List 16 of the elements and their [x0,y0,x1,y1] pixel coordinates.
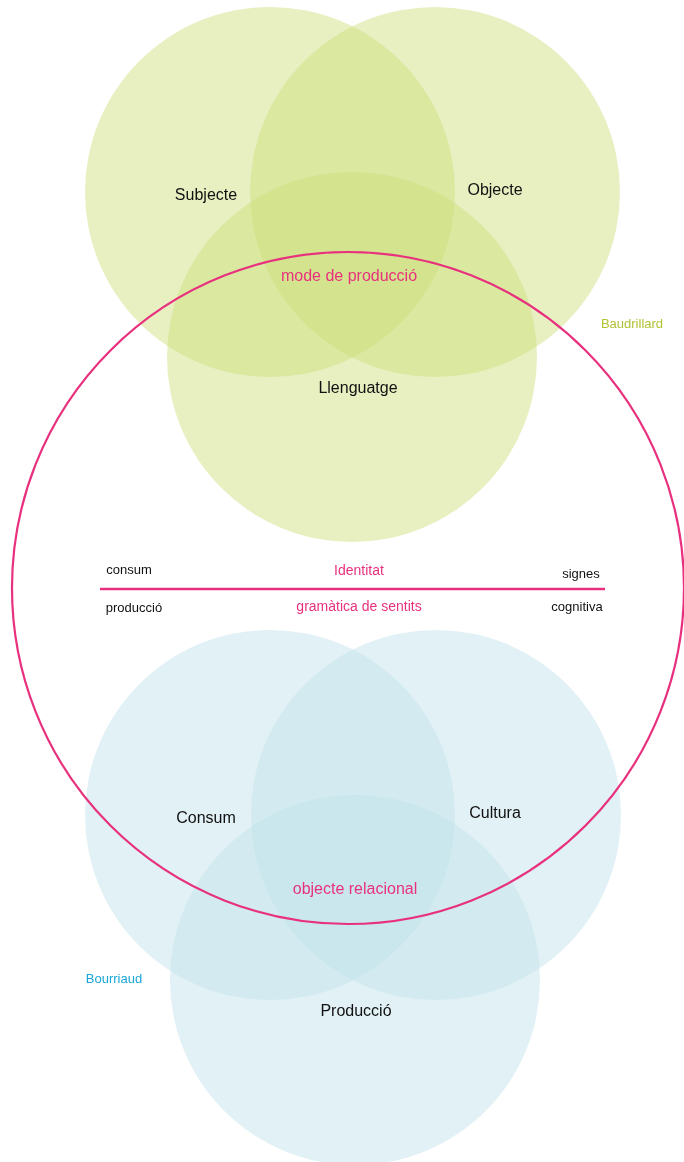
circle-label: Llenguatge [318,379,398,397]
text-label: signes [562,565,600,581]
text-label: Baudrillard [600,315,664,331]
text-label: consum [106,561,152,577]
text-label: cognitiva [551,598,603,614]
circle-label: Subjecte [174,186,238,204]
text-label: mode de producció [280,267,418,285]
circle-label: Consum [176,809,236,827]
circle-label: Objecte [467,181,523,199]
circle-label: gramàtica de sentits [296,598,422,614]
circle-label: Cultura [469,804,521,822]
text-label: Bourriaud [85,970,143,986]
circle-label: Producció [320,1002,392,1020]
text-label: objecte relacional [292,880,418,898]
circle-label: Identitat [334,562,384,578]
text-label: producció [105,599,163,615]
